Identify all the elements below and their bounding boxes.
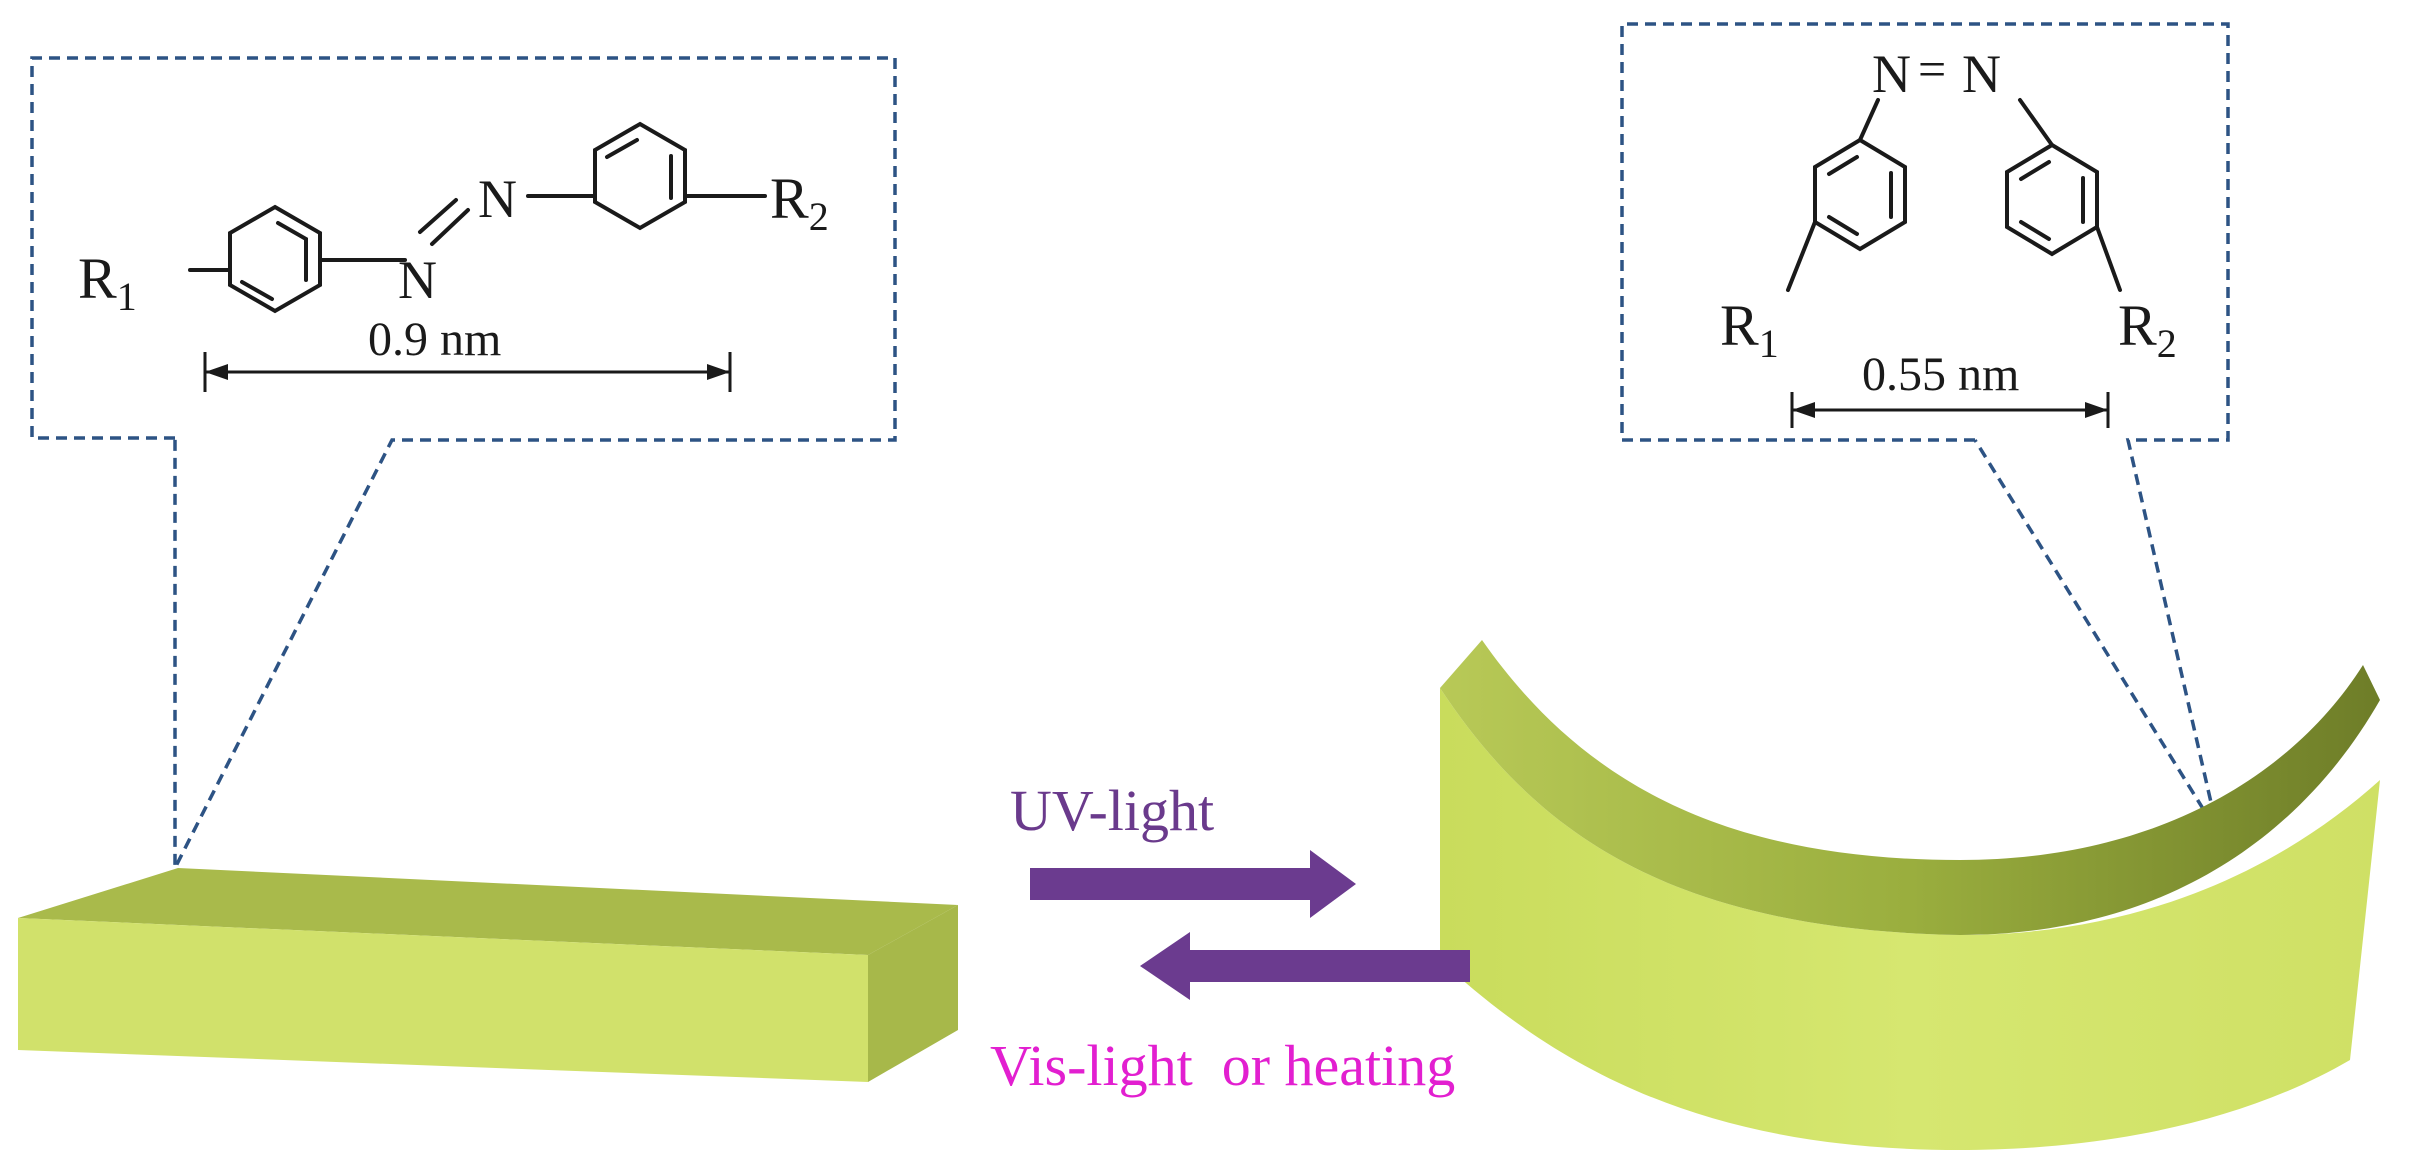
trans-length-label: 0.9 nm [368,313,501,366]
trans-n-left: N [398,250,437,310]
cis-n-right: N [1962,44,2001,104]
forward-arrow [1030,850,1356,918]
cis-length-label: 0.55 nm [1862,348,2019,401]
cis-r1: R1 [1720,293,1779,366]
trans-n-right: N [478,169,517,229]
cis-r2: R2 [2118,293,2177,366]
flat-film-front [18,918,868,1082]
cis-callout [1620,22,2230,834]
flat-film [18,868,958,1082]
trans-labels: R1 N N R2 0.9 nm [78,166,829,366]
cis-callout-border [1620,22,2230,834]
cis-right-ring [2005,142,2099,257]
cis-double-bond: = [1918,41,1946,97]
trans-r2: R2 [770,166,829,239]
cis-left-ring [1813,137,1907,252]
vis-light-label: Vis-light or heating [990,1033,1455,1098]
trans-left-ring [228,204,322,314]
curved-film-top [1440,640,2380,935]
trans-right-ring [593,121,687,231]
cis-labels: N = N R1 R2 0.55 nm [1720,41,2177,401]
curved-film-front [1440,688,2380,1150]
trans-r1: R1 [78,246,137,319]
curved-film [1440,640,2380,1150]
trans-length-dimension [203,352,732,392]
forward-arrow-shape [1030,850,1356,918]
trans-callout [30,56,897,869]
cis-length-dimension [1790,392,2110,428]
uv-light-label: UV-light [1010,778,1214,843]
cis-n-left: N [1872,44,1911,104]
flat-film-side [868,905,958,1082]
reverse-arrow [1140,932,1470,1000]
trans-callout-border [30,56,897,869]
flat-film-top [18,868,958,955]
reverse-arrow-shape [1140,932,1470,1000]
trans-azobenzene-structure [188,121,767,314]
cis-azobenzene-structure [1786,98,2122,292]
